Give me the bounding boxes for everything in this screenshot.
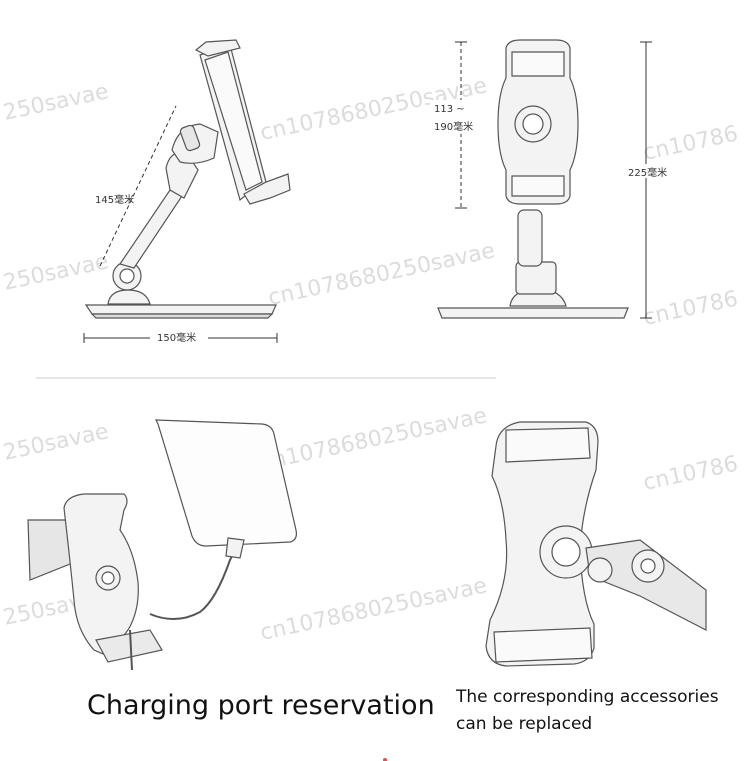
front-view-stand (430, 39, 676, 319)
column-upper (517, 209, 543, 267)
column-lower (515, 261, 557, 295)
watermark: cn1078680250savae (258, 573, 489, 645)
total-height-label: 225毫米 (628, 166, 667, 179)
bottom-clamp (511, 175, 565, 197)
top-clamp (505, 427, 591, 463)
base-width-label: 150毫米 (157, 331, 196, 344)
charging-port-illustration (27, 419, 297, 671)
watermark: cn10786 (641, 121, 740, 165)
accessories-caption: The corresponding accessories can be rep… (456, 684, 719, 738)
bottom-clamp (493, 627, 593, 663)
side-view-stand (83, 39, 291, 344)
top-clamp (194, 39, 241, 57)
watermark: cn10786 (641, 286, 740, 330)
base-hinge (107, 289, 151, 305)
tablet-outline (155, 419, 297, 547)
bottom-clamp (95, 629, 163, 663)
accessories-caption-line-2: can be replaced (456, 714, 593, 734)
arm-length-label: 145毫米 (95, 193, 134, 206)
charging-caption: Charging port reservation (87, 690, 435, 721)
watermark: 250savae (1, 249, 111, 296)
arm-dimension-line (99, 105, 177, 267)
watermark: cn1078680250savae (266, 238, 497, 310)
cable-plug (225, 537, 245, 559)
top-clamp (511, 51, 565, 77)
connector-nut (587, 557, 613, 583)
stand-base (437, 307, 629, 319)
clamp-range-label-2: 190毫米 (434, 120, 473, 133)
bottom-clamp (243, 173, 291, 205)
accessories-illustration (485, 421, 707, 667)
watermark: cn10786 (641, 451, 740, 495)
charging-cable (149, 547, 237, 620)
watermark: cn1078680250savae (258, 403, 489, 475)
decorative-dot (383, 758, 387, 761)
accessories-caption-line-1: The corresponding accessories (456, 687, 719, 707)
watermark: 250savae (1, 79, 111, 126)
stand-base (84, 304, 277, 315)
watermark: 250savae (1, 419, 111, 466)
clamp-range-label-1: 113 ~ (434, 104, 465, 115)
